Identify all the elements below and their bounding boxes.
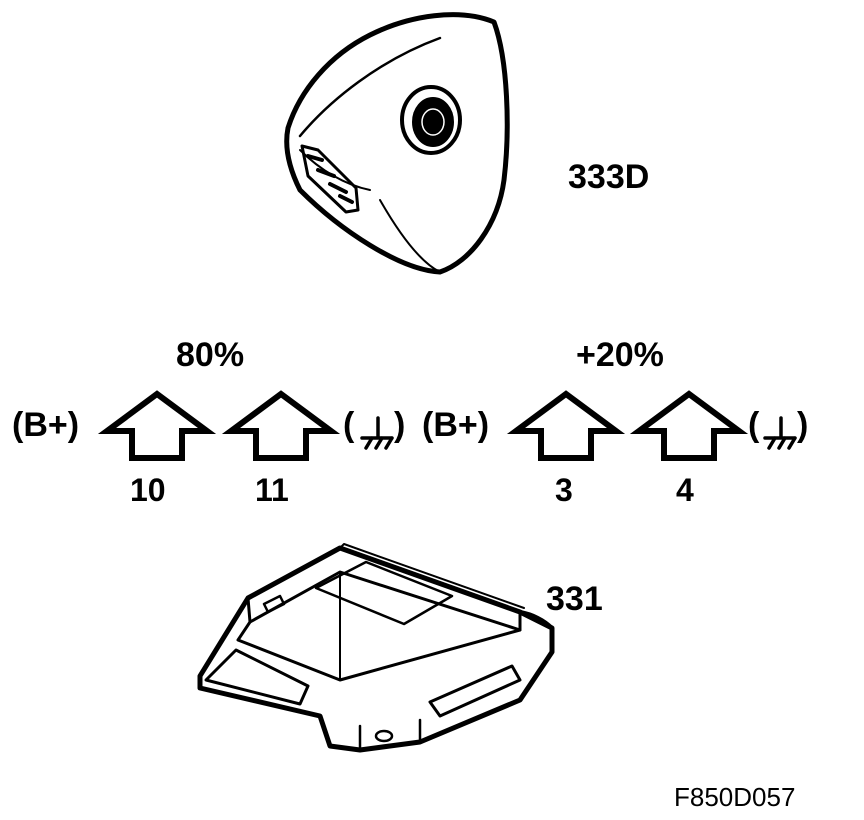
left-group-value: 80% (176, 336, 245, 374)
ground-icon (763, 416, 797, 450)
airbag-module-label: 333D (568, 158, 650, 196)
control-module-label: 331 (546, 580, 603, 618)
left-ground-paren-open: ( (343, 406, 355, 444)
right-ground-paren-open: ( (748, 406, 760, 444)
up-arrow-icon (97, 390, 217, 461)
left-supply-label: (B+) (12, 406, 80, 444)
pin-label: 3 (555, 472, 573, 508)
right-group-value: +20% (576, 336, 664, 374)
arrow-group-right (506, 390, 749, 461)
up-arrow-icon (506, 390, 626, 461)
arrow-group-left (97, 390, 341, 461)
up-arrow-icon (629, 390, 749, 461)
left-ground-paren-close: ) (394, 406, 406, 444)
steering-wheel-airbag-icon (284, 12, 510, 275)
figure-code: F850D057 (674, 782, 796, 812)
pin-label: 10 (130, 472, 166, 508)
right-ground-paren-close: ) (797, 406, 809, 444)
pin-label: 4 (676, 472, 694, 508)
up-arrow-icon (221, 390, 341, 461)
right-supply-label: (B+) (422, 406, 490, 444)
airbag-control-module-icon (197, 543, 555, 753)
ground-icon (360, 416, 394, 450)
pin-label: 11 (255, 472, 289, 508)
